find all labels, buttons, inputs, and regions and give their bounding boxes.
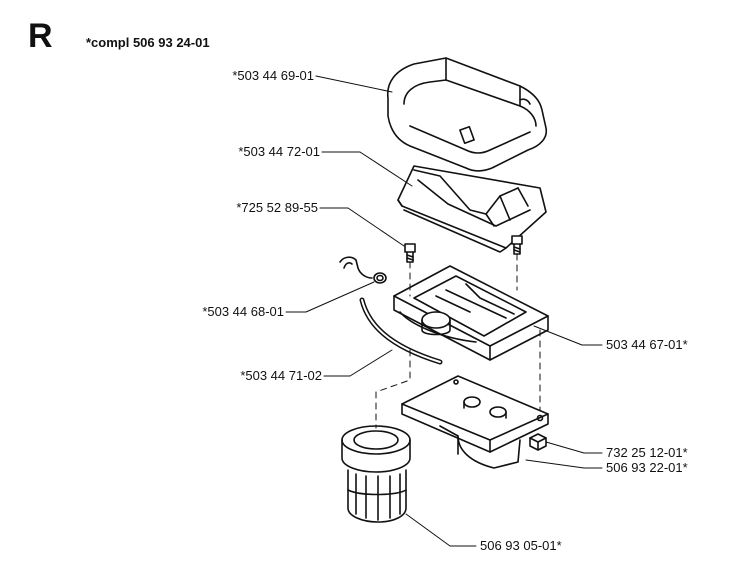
part-label-hose[interactable]: *503 44 71-02 xyxy=(240,368,322,383)
part-label-screw[interactable]: *725 52 89-55 xyxy=(236,200,318,215)
part-label-cover[interactable]: *503 44 69-01 xyxy=(232,68,314,83)
filter-element-illustration xyxy=(397,165,547,253)
air-filter-cover-illustration xyxy=(387,57,548,172)
prefilter-illustration xyxy=(341,425,411,523)
leader-lines xyxy=(285,75,603,547)
nut-illustration xyxy=(529,433,547,451)
housing-base-illustration xyxy=(401,375,549,469)
filter-holder-illustration xyxy=(393,265,549,361)
complete-assembly-part-number: *compl 506 93 24-01 xyxy=(86,35,210,50)
part-label-filter-element[interactable]: *503 44 72-01 xyxy=(238,144,320,159)
part-label-nut[interactable]: 732 25 12-01* xyxy=(606,445,688,460)
hose-illustration xyxy=(359,297,443,365)
part-label-housing-base[interactable]: 506 93 22-01* xyxy=(606,460,688,475)
part-label-filter-holder[interactable]: 503 44 67-01* xyxy=(606,337,688,352)
part-label-clip[interactable]: *503 44 68-01 xyxy=(202,304,284,319)
assembly-axis-lines xyxy=(375,253,541,429)
hose-clip-illustration xyxy=(339,256,387,284)
section-letter: R xyxy=(28,17,53,55)
part-label-prefilter[interactable]: 506 93 05-01* xyxy=(480,538,562,553)
